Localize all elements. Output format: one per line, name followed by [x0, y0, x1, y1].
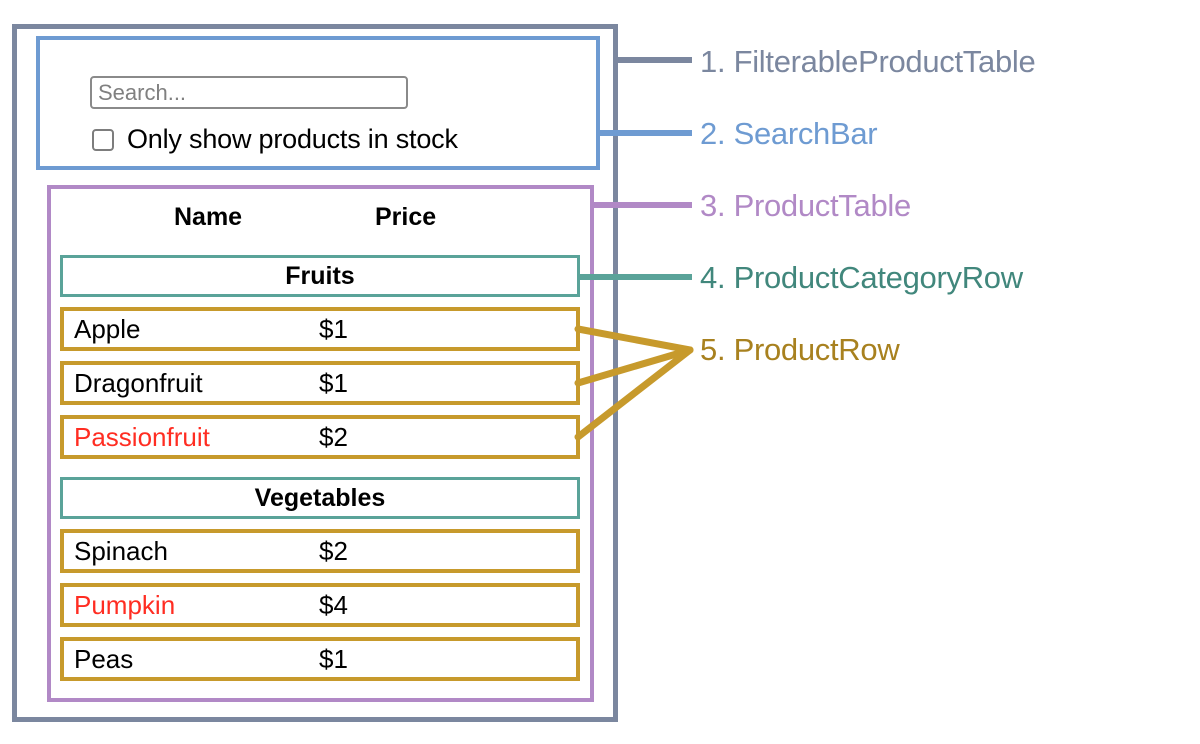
product-row: Peas $1 [60, 637, 580, 681]
product-category-label: Fruits [285, 261, 355, 290]
product-name: Pumpkin [74, 589, 176, 620]
product-category-row: Vegetables [60, 477, 580, 519]
product-table-box [47, 185, 594, 702]
product-price: $1 [319, 313, 348, 344]
search-bar-box [36, 36, 600, 170]
in-stock-filter-row[interactable]: Only show products in stock [92, 124, 458, 155]
legend-item-filterable-product-table: 1. FilterableProductTable [700, 44, 1036, 79]
product-price: $2 [319, 421, 348, 452]
product-price: $4 [319, 589, 348, 620]
product-category-row: Fruits [60, 255, 580, 297]
product-row: Dragonfruit $1 [60, 361, 580, 405]
legend-item-search-bar: 2. SearchBar [700, 116, 878, 151]
product-name: Passionfruit [74, 421, 210, 452]
product-row: Apple $1 [60, 307, 580, 351]
legend-item-product-table: 3. ProductTable [700, 188, 911, 223]
product-row: Pumpkin $4 [60, 583, 580, 627]
search-input[interactable] [90, 76, 408, 109]
product-price: $1 [319, 367, 348, 398]
product-price: $2 [319, 535, 348, 566]
column-header-name: Name [174, 202, 243, 231]
product-category-label: Vegetables [254, 483, 386, 512]
product-name: Apple [74, 313, 141, 344]
product-name: Spinach [74, 535, 168, 566]
product-table-header: Name Price [60, 198, 580, 236]
column-header-price: Price [375, 202, 437, 231]
product-name: Peas [74, 643, 134, 674]
product-price: $1 [319, 643, 348, 674]
product-name: Dragonfruit [74, 367, 203, 398]
legend-item-product-category-row: 4. ProductCategoryRow [700, 260, 1023, 295]
product-row: Passionfruit $2 [60, 415, 580, 459]
legend-item-product-row: 5. ProductRow [700, 332, 900, 367]
in-stock-checkbox[interactable] [92, 128, 114, 151]
product-row: Spinach $2 [60, 529, 580, 573]
in-stock-checkbox-label: Only show products in stock [127, 124, 458, 154]
